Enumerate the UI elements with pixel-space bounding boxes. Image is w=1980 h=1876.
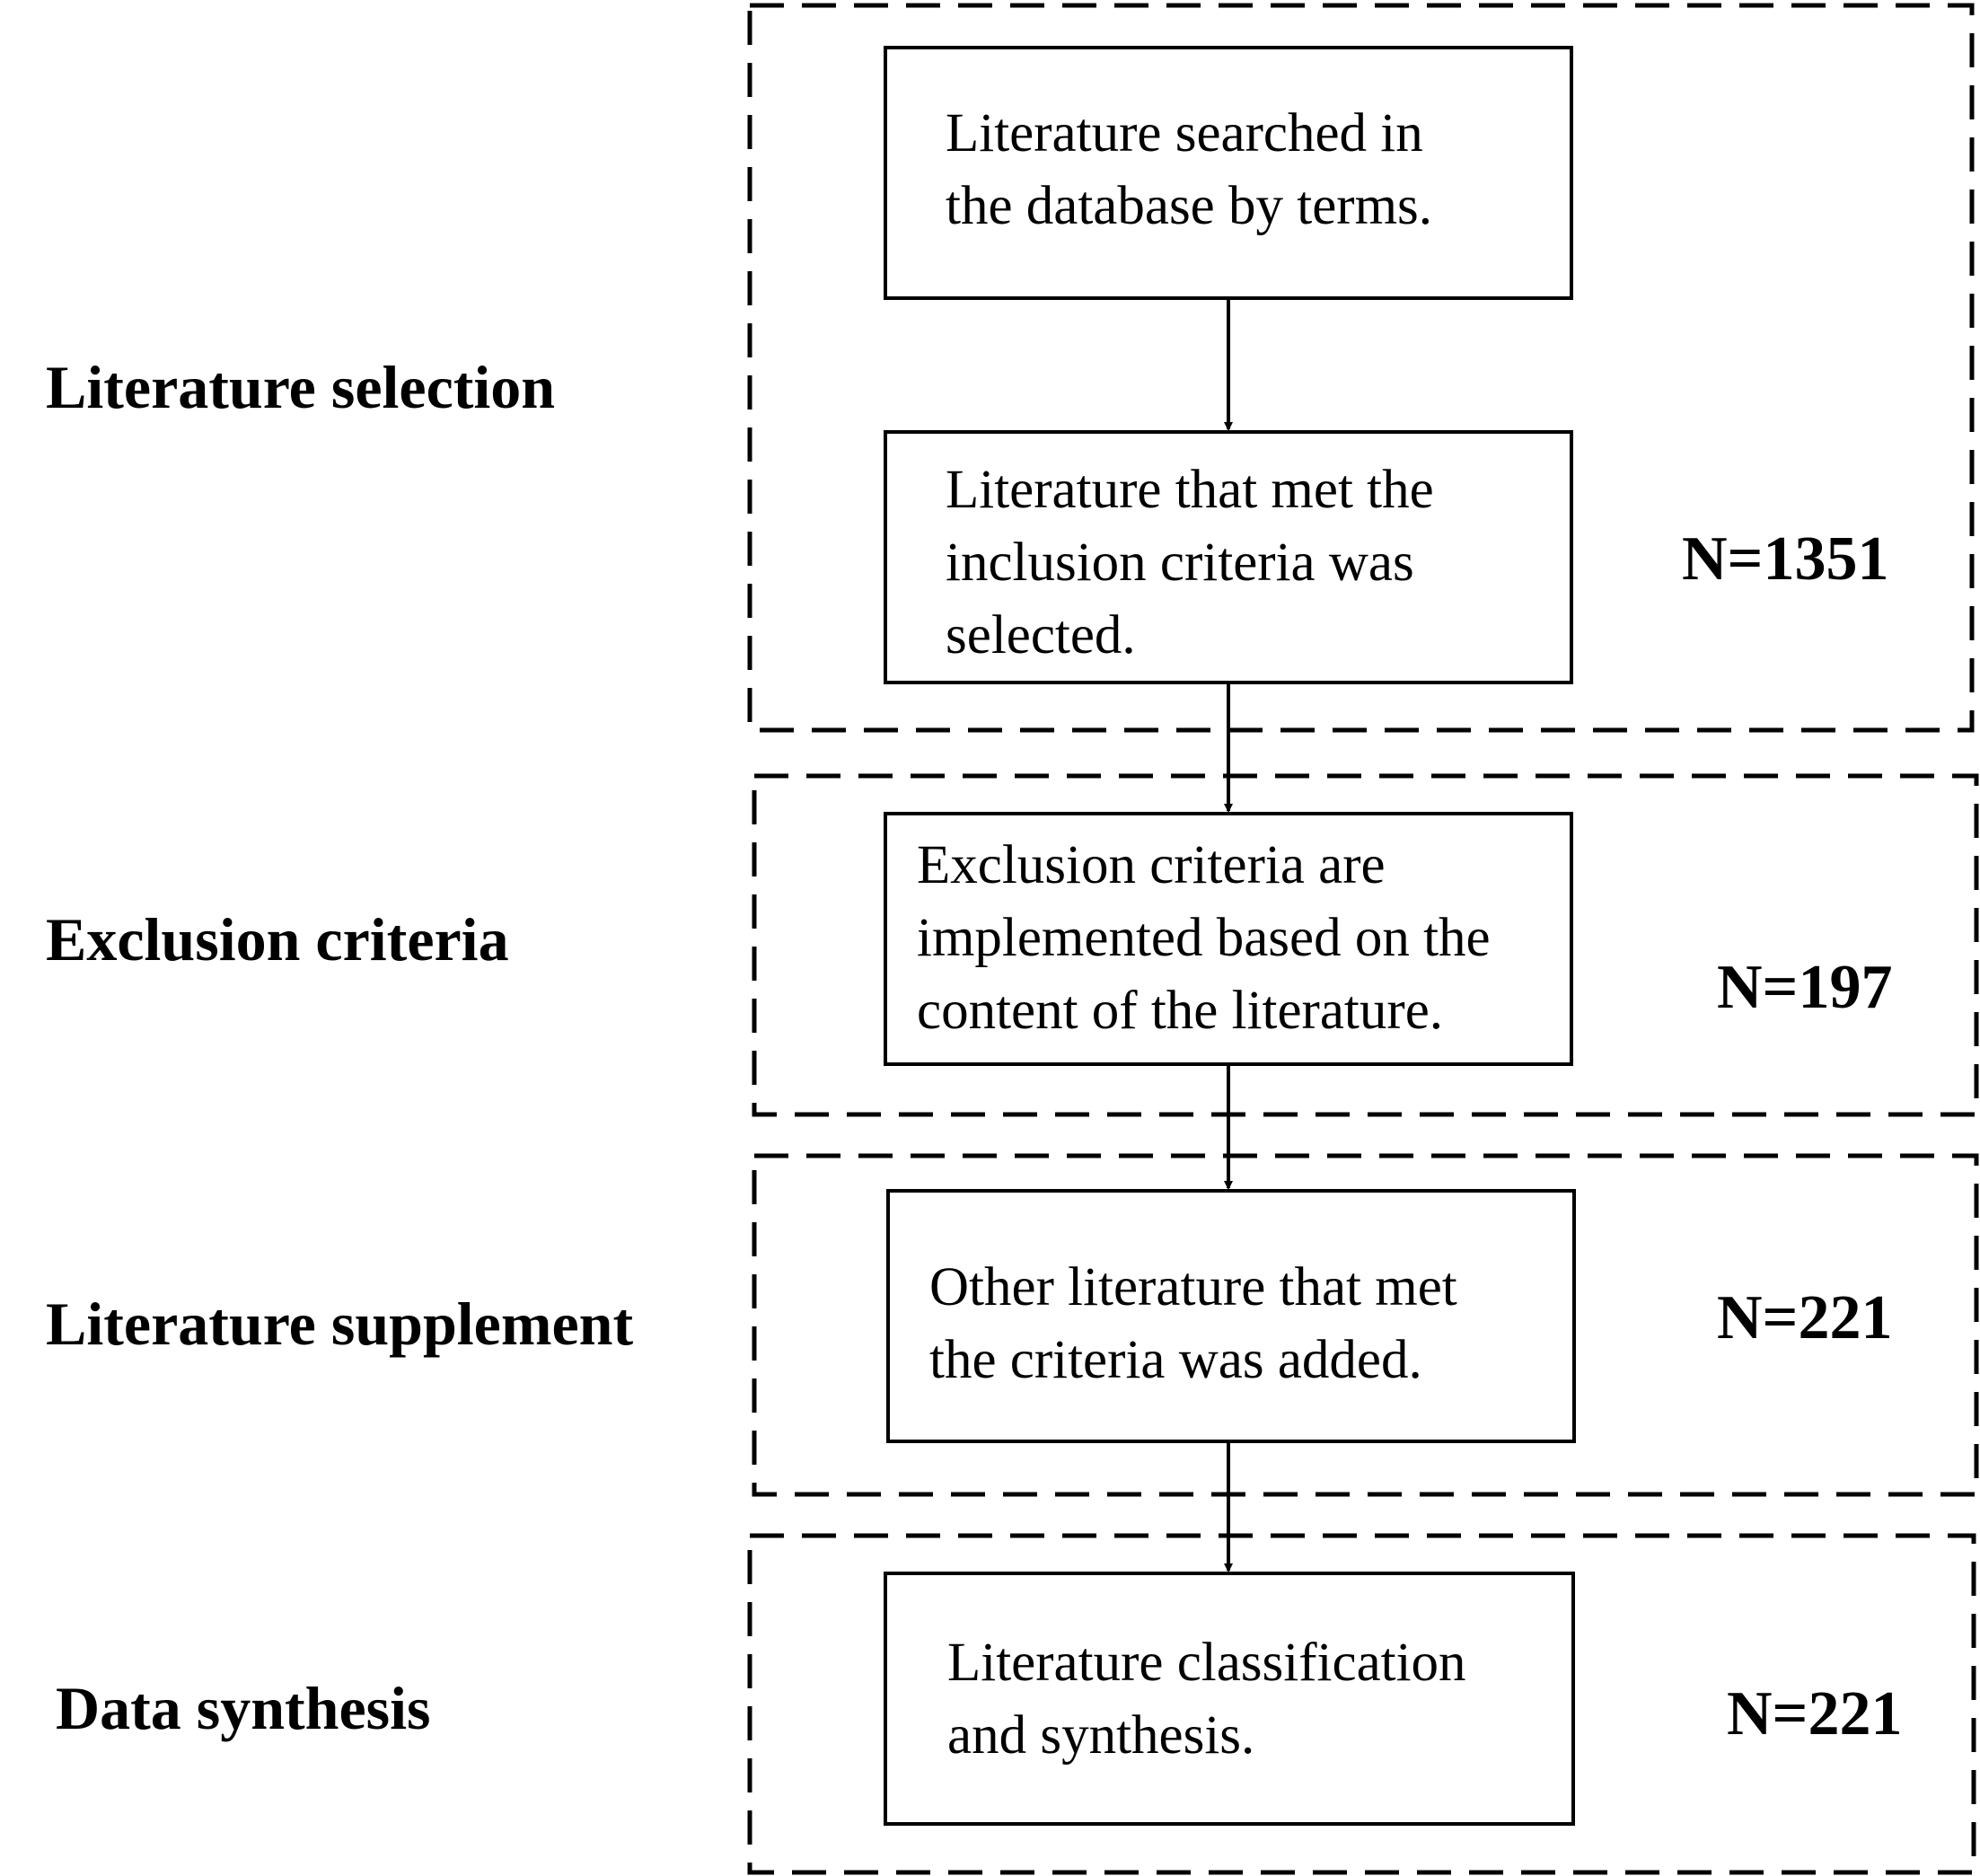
count-literature-selection: N=1351 xyxy=(1682,524,1889,594)
step-box-exclusion xyxy=(884,812,1573,1066)
step-line: the database by terms. xyxy=(946,176,1433,236)
step-text-supplement: Other literature that met the criteria w… xyxy=(929,1251,1457,1396)
step-line: the criteria was added. xyxy=(929,1330,1422,1390)
step-box-supplement xyxy=(886,1189,1576,1443)
step-line: Other literature that met xyxy=(929,1257,1457,1317)
step-text-search: Literature searched in the database by t… xyxy=(946,97,1432,242)
step-line: Literature that met the xyxy=(946,460,1434,520)
step-line: implemented based on the xyxy=(917,908,1491,968)
step-line: Exclusion criteria are xyxy=(917,835,1386,895)
stage-label-data-synthesis: Data synthesis xyxy=(56,1674,431,1742)
step-line: and synthesis. xyxy=(947,1705,1255,1766)
step-box-synthesis xyxy=(884,1572,1575,1826)
step-line: content of the literature. xyxy=(917,981,1444,1041)
count-data-synthesis: N=221 xyxy=(1727,1679,1903,1748)
step-line: inclusion criteria was xyxy=(946,533,1414,593)
step-box-inclusion xyxy=(884,430,1573,684)
step-text-inclusion: Literature that met the inclusion criter… xyxy=(946,454,1434,672)
step-box-search xyxy=(884,46,1573,300)
step-line: selected. xyxy=(946,605,1136,665)
count-literature-supplement: N=221 xyxy=(1717,1283,1893,1352)
stage-label-literature-supplement: Literature supplement xyxy=(46,1290,634,1358)
count-exclusion-criteria: N=197 xyxy=(1717,953,1893,1022)
stage-frame-literature-selection xyxy=(747,3,1975,733)
stage-label-literature-selection: Literature selection xyxy=(46,353,556,421)
step-text-exclusion: Exclusion criteria are implemented based… xyxy=(917,829,1491,1047)
stage-label-exclusion-criteria: Exclusion criteria xyxy=(46,905,509,973)
step-line: Literature classification xyxy=(947,1633,1466,1693)
step-line: Literature searched in xyxy=(946,103,1423,163)
step-text-synthesis: Literature classification and synthesis. xyxy=(947,1626,1466,1772)
